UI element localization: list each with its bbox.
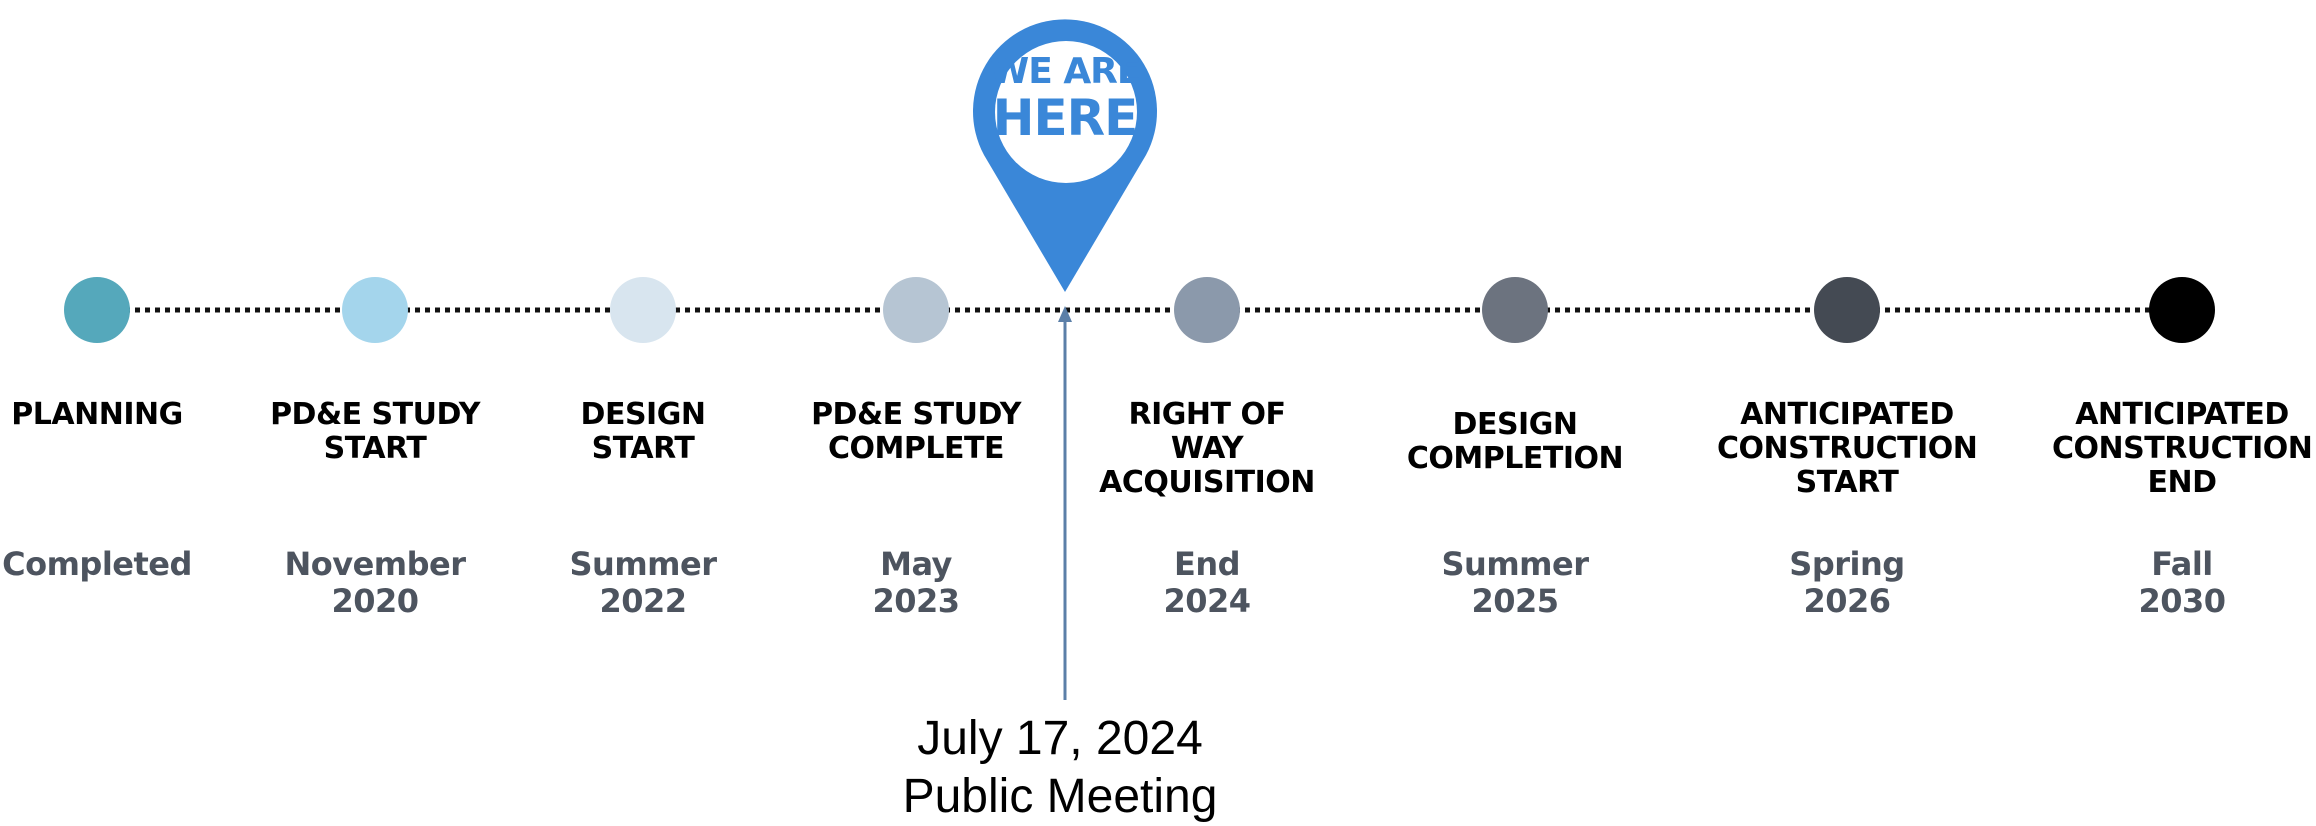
milestone-planning: PLANNING Completed	[0, 0, 227, 700]
milestone-title: PD&E STUDY START	[270, 397, 480, 466]
milestone-date: May 2023	[872, 545, 960, 620]
milestone-title: RIGHT OF WAY ACQUISITION	[1099, 397, 1315, 500]
milestone-date: Fall 2030	[2138, 545, 2226, 620]
milestone-right-of-way-acquisition: RIGHT OF WAY ACQUISITION End 2024	[1077, 0, 1337, 700]
public-meeting-callout: July 17, 2024 Public Meeting	[760, 710, 1360, 826]
milestone-dot	[2149, 277, 2215, 343]
milestone-dot	[610, 277, 676, 343]
milestone-pde-study-complete: PD&E STUDY COMPLETE May 2023	[786, 0, 1046, 700]
milestone-dot	[64, 277, 130, 343]
milestone-pde-study-start: PD&E STUDY START November 2020	[245, 0, 505, 700]
pin-text-line1: WE ARE	[989, 51, 1141, 92]
marker-arrow-head	[1058, 306, 1072, 322]
we-are-here-label: WE ARE HERE	[975, 51, 1155, 147]
milestone-dot	[1814, 277, 1880, 343]
pin-text-line2: HERE	[992, 89, 1139, 147]
milestone-dot	[1174, 277, 1240, 343]
milestone-title: DESIGN START	[580, 397, 706, 466]
milestone-date: Summer 2025	[1441, 545, 1590, 620]
milestone-title: PLANNING	[11, 397, 183, 432]
milestone-title: DESIGN COMPLETION	[1406, 407, 1624, 476]
public-meeting-event: Public Meeting	[902, 770, 1218, 823]
milestone-dot	[342, 277, 408, 343]
milestone-date: Completed	[2, 545, 192, 583]
milestone-title: ANTICIPATED CONSTRUCTION START	[1717, 397, 1978, 500]
milestone-dot	[1482, 277, 1548, 343]
milestone-design-completion: DESIGN COMPLETION Summer 2025	[1385, 0, 1645, 700]
milestone-title: PD&E STUDY COMPLETE	[811, 397, 1021, 466]
milestone-date: End 2024	[1163, 545, 1251, 620]
milestone-construction-end: ANTICIPATED CONSTRUCTION END Fall 2030	[2052, 0, 2313, 700]
milestone-dot	[883, 277, 949, 343]
we-are-here-pin-icon	[973, 19, 1157, 293]
milestone-construction-start: ANTICIPATED CONSTRUCTION START Spring 20…	[1717, 0, 1978, 700]
milestone-design-start: DESIGN START Summer 2022	[513, 0, 773, 700]
milestone-date: Summer 2022	[569, 545, 718, 620]
milestone-title: ANTICIPATED CONSTRUCTION END	[2052, 397, 2313, 500]
milestone-date: November 2020	[284, 545, 466, 620]
public-meeting-date: July 17, 2024	[917, 712, 1203, 765]
milestone-date: Spring 2026	[1789, 545, 1905, 620]
